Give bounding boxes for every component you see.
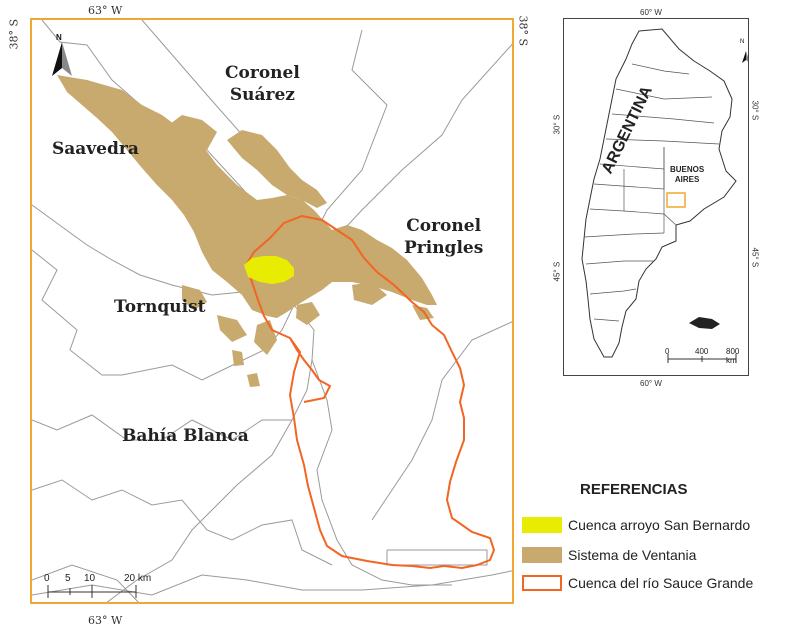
legend-label-sauce-grande: Cuenca del río Sauce Grande bbox=[568, 575, 754, 591]
label-tornquist: Tornquist bbox=[114, 297, 206, 317]
main-north-letter: N bbox=[56, 33, 62, 42]
coronel-pringles-line2: Pringles bbox=[404, 238, 484, 258]
inset-lon-bottom: 60° W bbox=[640, 379, 662, 388]
inset-north-arrow-icon bbox=[742, 51, 748, 63]
inset-map: ARGENTINA BUENOS AIRES N 0 400 800 km bbox=[563, 18, 749, 376]
legend-label-ventania: Sistema de Ventania bbox=[568, 547, 697, 563]
sauce-grande-outline bbox=[244, 214, 496, 570]
main-lon-bottom: 63° W bbox=[88, 614, 123, 627]
malvinas-islands bbox=[689, 317, 720, 329]
main-map-canvas bbox=[32, 20, 512, 602]
main-scale-tick-0: 0 bbox=[44, 573, 50, 584]
main-scale-tick-20: 20 km bbox=[124, 573, 152, 584]
label-coronel-pringles: Coronel Pringles bbox=[404, 215, 483, 259]
inset-scale-tick-400: 400 bbox=[695, 347, 709, 356]
legend-swatch-sauce-grande bbox=[522, 575, 562, 591]
coronel-pringles-line1: Coronel bbox=[406, 216, 482, 236]
main-map: Coronel Suárez Saavedra Coronel Pringles… bbox=[30, 18, 514, 604]
legend-item-san-bernardo: Cuenca arroyo San Bernardo bbox=[522, 515, 750, 535]
main-scale-tick-10: 10 bbox=[84, 573, 96, 584]
buenos-aires-line2: AIRES bbox=[674, 175, 700, 184]
san-bernardo-basin bbox=[244, 256, 294, 284]
label-coronel-suarez: Coronel Suárez bbox=[225, 62, 300, 106]
buenos-aires-line1: BUENOS bbox=[670, 165, 705, 174]
main-lat-left: 38° S bbox=[7, 18, 21, 50]
main-scalebar-graphic bbox=[47, 585, 137, 598]
north-arrow-icon bbox=[52, 42, 72, 76]
legend-swatch-san-bernardo bbox=[522, 517, 562, 533]
main-lat-right: 38° S bbox=[516, 15, 530, 47]
inset-lat-45-right: 45° S bbox=[750, 247, 760, 268]
coronel-suarez-line1: Coronel bbox=[225, 63, 300, 83]
legend-swatch-ventania bbox=[522, 547, 562, 563]
legend-item-sauce-grande: Cuenca del río Sauce Grande bbox=[522, 573, 753, 593]
inset-lat-45-left: 45° S bbox=[552, 261, 562, 282]
label-saavedra: Saavedra bbox=[52, 139, 139, 159]
legend-title: REFERENCIAS bbox=[580, 481, 688, 498]
label-buenos-aires: BUENOS AIRES bbox=[670, 165, 704, 185]
label-bahia-blanca: Bahía Blanca bbox=[122, 426, 249, 446]
inset-lat-30-left: 30° S bbox=[552, 114, 562, 135]
inset-scale-tick-0: 0 bbox=[665, 347, 670, 356]
argentina-outline bbox=[581, 28, 737, 358]
inset-lat-30-right: 30° S bbox=[750, 100, 760, 121]
study-area-box bbox=[666, 192, 686, 208]
inset-lon-top: 60° W bbox=[640, 8, 662, 17]
province-boundaries bbox=[583, 63, 720, 322]
legend-label-san-bernardo: Cuenca arroyo San Bernardo bbox=[568, 517, 751, 533]
inset-scale-tick-800: 800 km bbox=[726, 347, 740, 365]
river-channel bbox=[289, 337, 332, 403]
legend-item-ventania: Sistema de Ventania bbox=[522, 545, 696, 565]
coronel-suarez-line2: Suárez bbox=[229, 85, 295, 105]
inset-scalebar-graphic bbox=[667, 354, 737, 363]
main-lon-top: 63° W bbox=[88, 4, 123, 17]
ventania-polygons bbox=[57, 75, 437, 387]
main-scale-tick-5: 5 bbox=[65, 573, 71, 584]
department-boundaries bbox=[32, 20, 512, 602]
inset-map-canvas bbox=[581, 28, 748, 363]
inset-north-letter: N bbox=[740, 39, 745, 45]
